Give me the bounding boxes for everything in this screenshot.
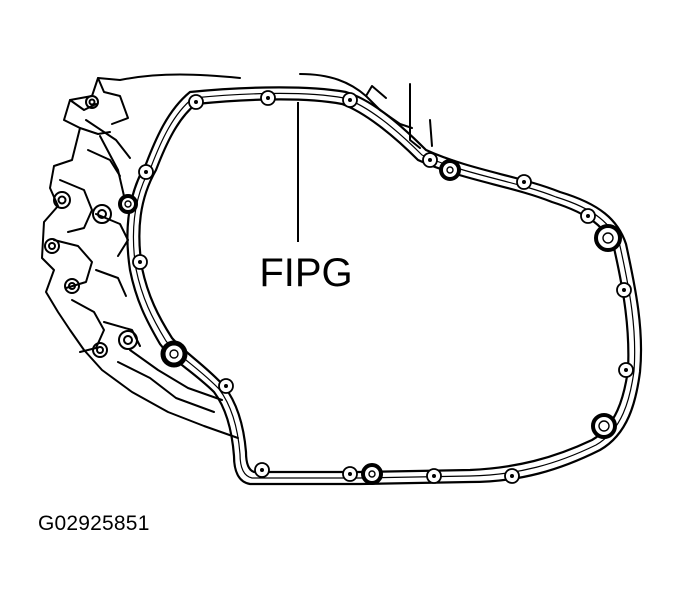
fipg-label: FIPG [259,251,352,295]
transaxle-case-housing [41,73,433,439]
gasket-flange [126,86,643,486]
figure-id: G02925851 [38,512,150,535]
flange-bolt-holes [132,90,634,484]
dowel-pins [118,159,622,485]
